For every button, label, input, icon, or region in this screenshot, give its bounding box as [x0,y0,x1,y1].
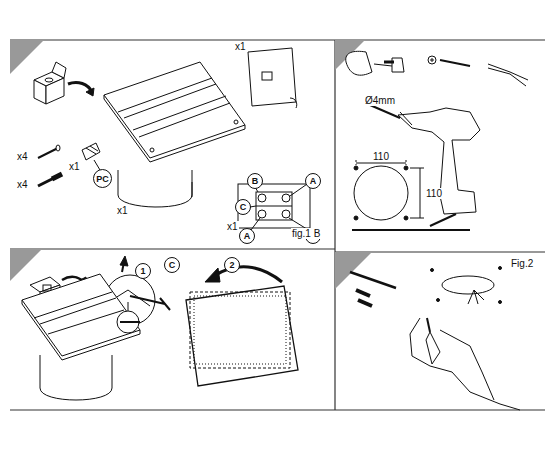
callout-letter: C [240,202,247,212]
quantity: x1 [226,221,239,232]
callout-circle: 2 [224,257,240,273]
callout-letter: PC [96,174,109,184]
callout-letter: A [310,176,317,186]
quantity: x1 [68,161,81,172]
callout-circle: C [164,257,180,273]
callout-circle: C [235,199,251,215]
figure-label: Fig.2 [510,258,534,269]
quantity: x4 [16,151,29,162]
callout-circle: A [305,173,321,189]
figure-label: fig.1 B [291,228,321,239]
callout-letter: C [169,260,176,270]
quantity: x1 [234,41,247,52]
quantity: x4 [16,179,29,190]
callout-circle: B [247,173,263,189]
callout-letter: A [244,231,251,241]
quantity: x1 [116,205,129,216]
callout-circle: PC [93,169,112,188]
dimension: 110 [425,188,443,199]
callout-letter: B [252,176,259,186]
callout-letter: 2 [229,260,234,270]
callout-circle: A [239,228,255,244]
callout-circle: 1 [135,263,151,279]
callout-letter: 1 [140,266,145,276]
dimension: 110 [372,151,390,162]
drill-size: Ø4mm [364,95,396,106]
